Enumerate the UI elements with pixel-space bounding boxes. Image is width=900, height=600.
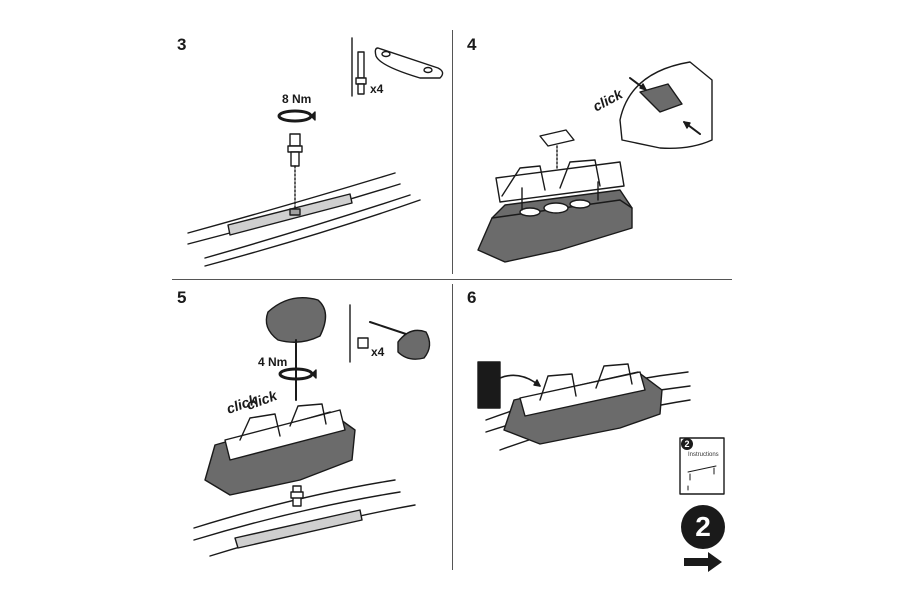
step-3-number: 3 <box>177 35 187 54</box>
step-5-number: 5 <box>177 288 187 307</box>
step-6-cover-inset <box>477 361 541 409</box>
step-3-bolt <box>287 133 303 211</box>
divider-vertical-bottom <box>452 284 453 570</box>
step-4-clip-part <box>539 129 575 169</box>
step-3-torque-label: 8 Nm <box>282 92 312 106</box>
step-5-torque-label: 4 Nm <box>258 355 288 369</box>
step-5-qty-label: x4 <box>371 345 385 359</box>
step-5-foot <box>204 403 356 507</box>
torque-rotation-icon <box>277 109 316 123</box>
step-6-foot <box>503 363 663 445</box>
divider-vertical-top <box>452 30 453 274</box>
divider-horizontal <box>172 279 732 280</box>
step-3-roof-rail <box>187 172 421 267</box>
step-5-parts-inset <box>349 304 431 363</box>
next-booklet-badge: 2 <box>681 505 725 549</box>
step-4-foot <box>477 159 633 263</box>
step-3-qty-label: x4 <box>370 82 384 96</box>
booklet-badge: 2 <box>681 438 693 450</box>
step-4-detail-inset <box>619 61 713 150</box>
step-6-number: 6 <box>467 288 477 307</box>
step-4-number: 4 <box>467 35 477 54</box>
arrow-right-icon <box>684 552 722 572</box>
step-3-parts-inset <box>351 37 444 97</box>
booklet-title: Instructions <box>688 452 719 458</box>
hex-key-icon <box>265 297 327 401</box>
